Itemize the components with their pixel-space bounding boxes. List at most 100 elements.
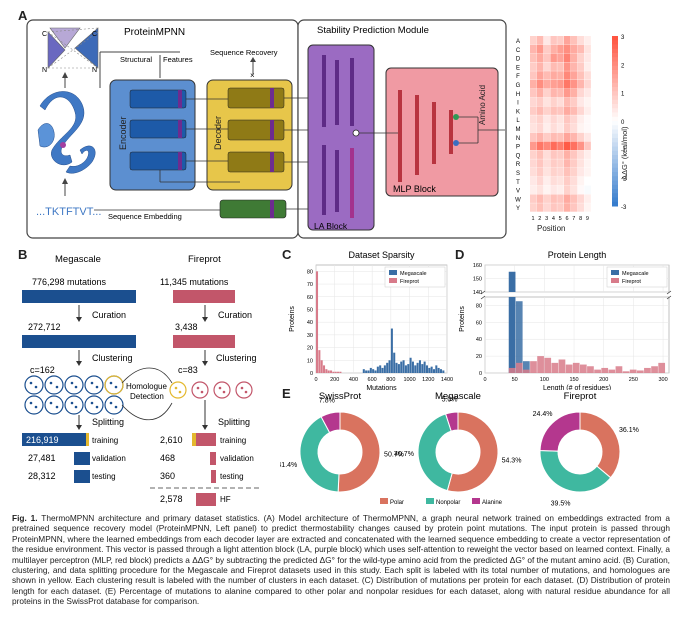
heatmap-cell (584, 97, 591, 107)
heatmap-cell (577, 194, 585, 203)
legend-label: Alanine (482, 500, 503, 506)
colorbar-segment (612, 61, 618, 67)
chart-c-bar (388, 360, 391, 373)
heatmap-cell (577, 80, 585, 89)
heatmap-cell (543, 141, 551, 151)
heatmap-cell (543, 194, 551, 203)
mega-train-label: training (92, 436, 118, 445)
heatmap-cell (550, 106, 557, 115)
colorbar-segment (612, 65, 618, 71)
heatmap-cell (564, 132, 571, 142)
heatmap-cell (550, 44, 557, 54)
chart-c-bar (327, 370, 330, 373)
heatmap-col-label: 2 (538, 216, 541, 222)
colorbar-segment (612, 125, 618, 130)
heatmap-cell (530, 115, 537, 124)
heatmap-cell (550, 97, 557, 107)
heatmap-col-label: 8 (579, 216, 582, 222)
heatmap-cell (584, 88, 591, 98)
chart-c-ytick: 70 (307, 282, 313, 288)
donut-title: Megascale (435, 391, 481, 402)
chart-d-bar (558, 359, 566, 373)
chart-d-bar (579, 364, 587, 373)
heatmap-cell (577, 132, 585, 142)
chart-c-bar (334, 371, 337, 373)
colorbar-segment (612, 78, 618, 84)
fire-curated-count: 3,438 (175, 322, 198, 332)
heatmap-cell (550, 53, 557, 63)
colorbar-segment (612, 176, 618, 181)
heatmap-cell (584, 62, 591, 71)
heatmap-col-label: 6 (565, 216, 568, 222)
fire-splitting-label: Splitting (218, 417, 250, 427)
donut-slice (579, 411, 621, 479)
heatmap-cell (577, 71, 585, 80)
colorbar-segment (612, 44, 618, 50)
colorbar-segment (612, 82, 618, 88)
heatmap-cell (530, 62, 537, 71)
heatmap-cell (530, 80, 537, 89)
heatmap-cell (536, 106, 544, 115)
chart-c-bar (330, 370, 333, 373)
heatmap-cell (570, 185, 578, 195)
heatmap-cell (584, 36, 591, 45)
heatmap-cell (557, 203, 564, 212)
heatmap-cell (570, 159, 578, 168)
mega-cluster-count: c=162 (30, 365, 55, 375)
mlp-block-label: MLP Block (393, 184, 436, 194)
heatmap-cell (570, 132, 578, 142)
heatmap-cell (557, 97, 564, 107)
colorbar-segment (612, 142, 618, 147)
fire-hf-count: 2,578 (160, 494, 183, 504)
chart-c-bar (339, 371, 342, 373)
panel-b-flow: Megascale Fireprot 776,298 mutations 11,… (22, 254, 262, 506)
heatmap-cell (550, 80, 557, 89)
panel-c-letter: C (282, 247, 292, 262)
chart-c-bar (316, 271, 319, 373)
sequence-text: ...TKTFTVT... (36, 206, 101, 218)
chart-c-bar (416, 362, 419, 373)
colorbar-segment (612, 87, 618, 92)
heatmap-cell (557, 36, 564, 45)
heatmap-cell (577, 124, 585, 133)
chart-d-ylabel: Proteins (459, 306, 466, 332)
figure-caption: Fig. 1. ThermoMPNN architecture and prim… (12, 513, 670, 607)
colorbar-segment (612, 172, 618, 177)
heatmap-cell (577, 36, 585, 45)
heatmap-cell (570, 194, 578, 203)
heatmap-cell (577, 203, 585, 212)
heatmap-cell (550, 176, 557, 186)
chart-d-bar (544, 357, 552, 373)
chart-d-bar (644, 367, 651, 373)
colorbar-segment (612, 74, 618, 79)
heatmap-cell (550, 194, 557, 203)
heatmap-cell (557, 88, 564, 98)
fire-clustering-label: Clustering (216, 353, 257, 363)
chart-c-bar (372, 369, 375, 373)
axis-break-marks (480, 290, 672, 300)
heatmap-row-label: G (516, 83, 521, 89)
heatmap-cell (570, 141, 578, 151)
colorbar-tick: -2 (621, 177, 627, 183)
fire-cluster-count: c=83 (178, 365, 198, 375)
heatmap-cell (543, 185, 551, 195)
fire-val-label: validation (220, 454, 254, 463)
heatmap-cell (557, 62, 564, 71)
chart-c-bar (400, 361, 403, 373)
heatmap-cell (577, 106, 585, 115)
node-label-n2: N (92, 67, 97, 74)
chart-d-bar (515, 301, 523, 373)
colorbar-segment (612, 138, 618, 143)
heatmap-cell (550, 185, 557, 195)
colorbar-tick: 2 (621, 63, 625, 69)
panel-e-letter: E (282, 386, 291, 401)
heatmap-cell (570, 62, 578, 71)
heatmap-row-label: M (516, 127, 521, 133)
chart-c-ytick: 60 (307, 295, 313, 301)
heatmap-cell (530, 159, 537, 168)
heatmap-cell (577, 185, 585, 195)
heatmap-cell (564, 203, 571, 212)
chart-d-bar (522, 369, 530, 373)
